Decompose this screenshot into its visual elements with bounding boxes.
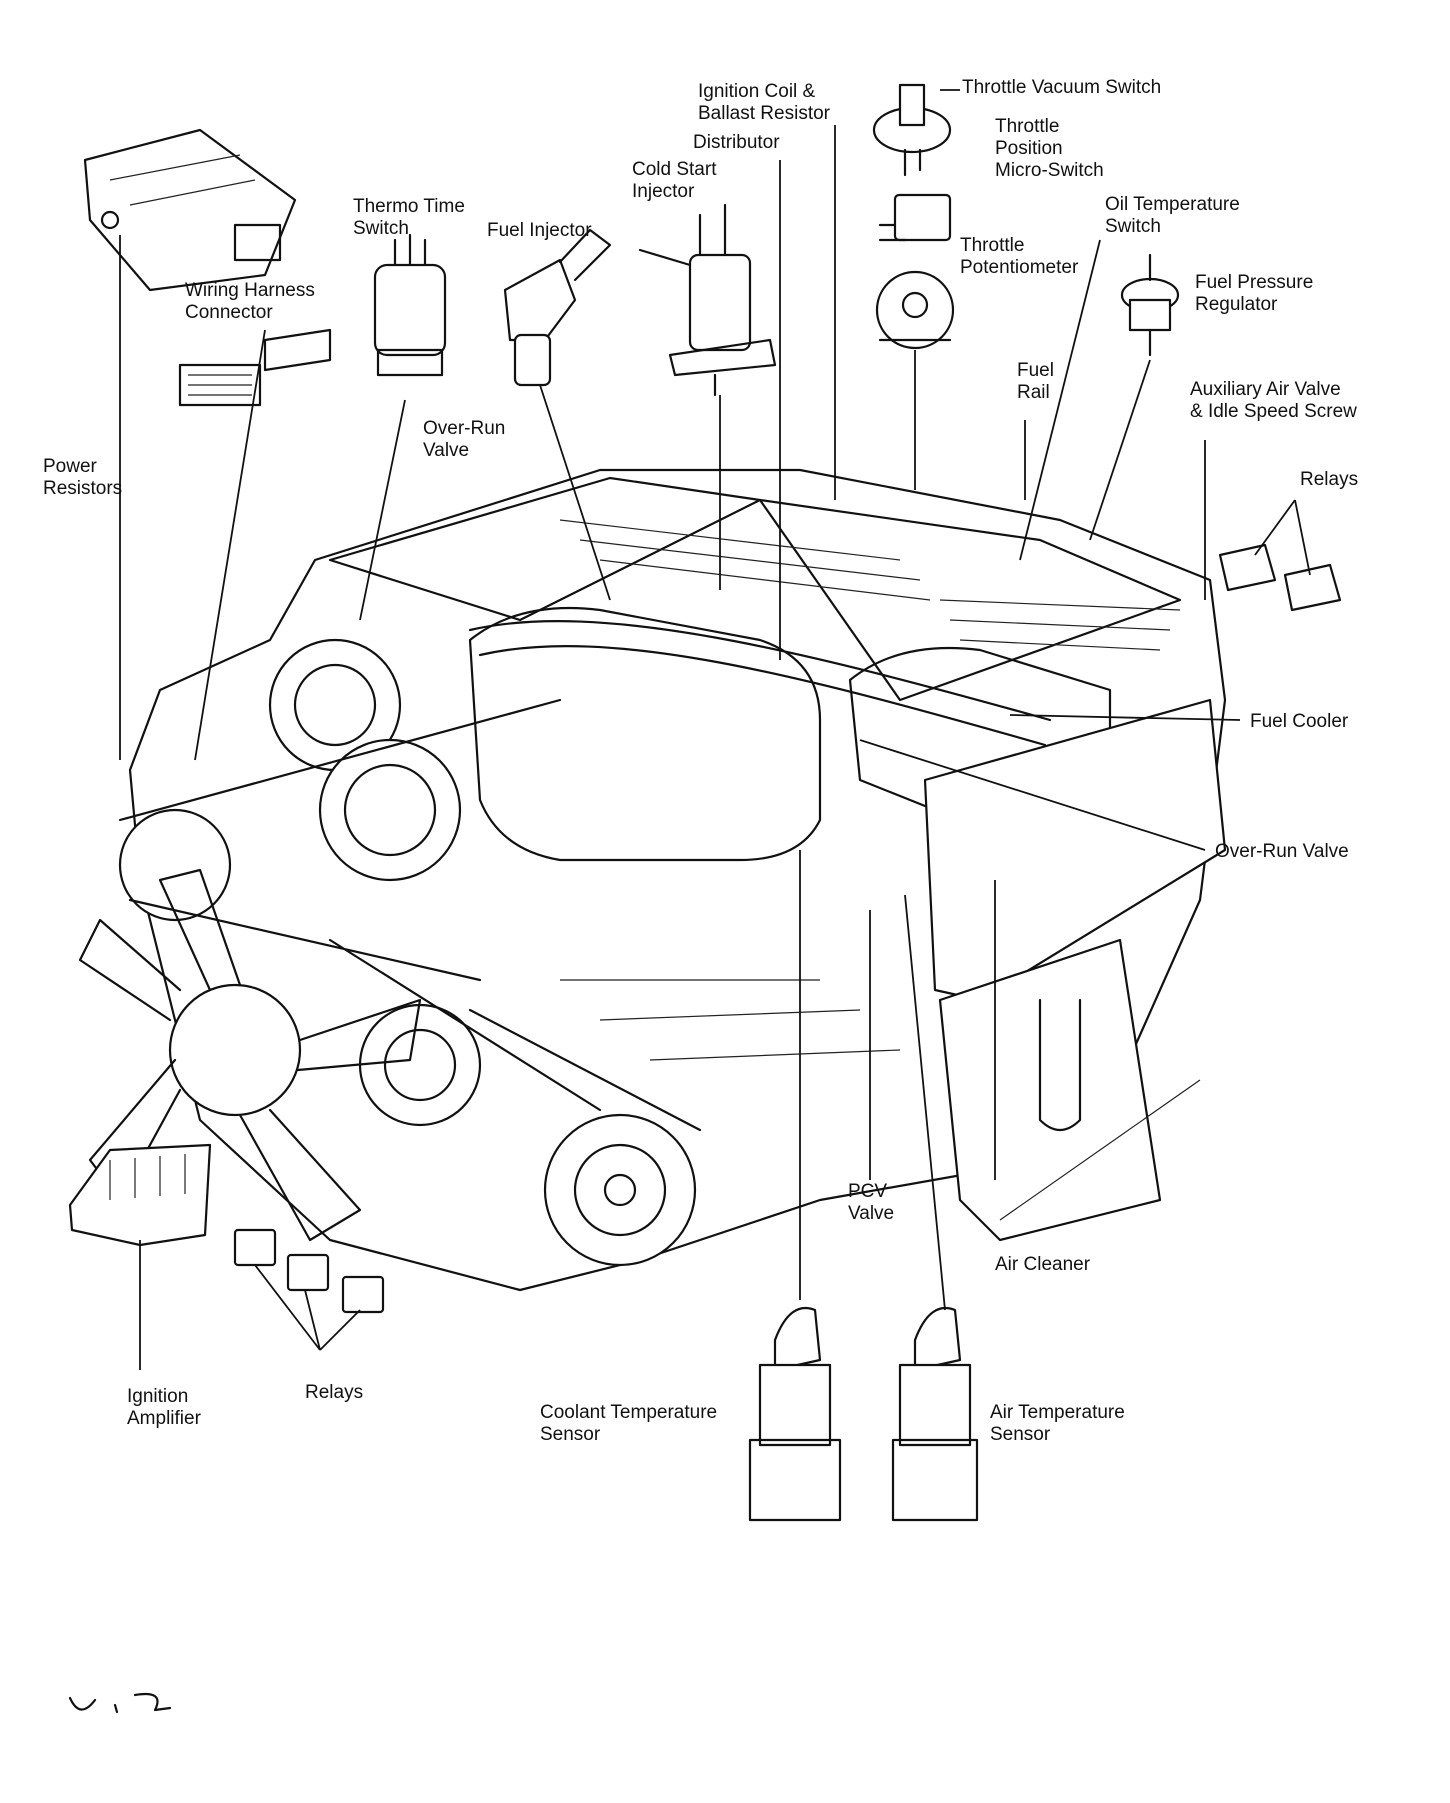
leader-lines (119, 89, 1311, 1370)
throttle-micro-switch-icon (878, 193, 952, 242)
throttle-vacuum-switch-icon (872, 83, 952, 177)
throttle-potentiometer-icon (875, 270, 955, 350)
label-fuel-injector: Fuel Injector (487, 220, 592, 241)
label-throttle-vacuum-switch: Throttle Vacuum Switch (962, 77, 1161, 98)
thermo-time-switch-icon (373, 233, 447, 377)
handwritten-mark (68, 1692, 172, 1714)
component-labels: Ignition Coil &Ballast Resistor Throttle… (43, 77, 1358, 1445)
relays-bottom-icon (233, 1228, 385, 1314)
cooling-fan (78, 868, 422, 1242)
label-fuel-cooler: Fuel Cooler (1250, 711, 1349, 732)
label-over-run-valve-right: Over-Run Valve (1215, 841, 1349, 862)
label-ignition-coil: Ignition Coil &Ballast Resistor (698, 81, 831, 124)
label-auxiliary-air-valve: Auxiliary Air Valve& Idle Speed Screw (1190, 379, 1357, 422)
relays-right-icon (1218, 543, 1342, 612)
air-temperature-sensor-icon (891, 1307, 979, 1522)
ignition-amplifier-icon (68, 1143, 212, 1247)
engine-assembly (78, 468, 1227, 1292)
label-air-cleaner: Air Cleaner (995, 1254, 1091, 1275)
fuel-injector-icon (503, 228, 612, 387)
fuel-pressure-regulator-icon (1120, 253, 1180, 357)
label-distributor: Distributor (693, 132, 780, 153)
wiring-harness-connector-icon (178, 328, 332, 407)
power-resistors-icon (83, 128, 297, 292)
coolant-temperature-sensor-icon (748, 1307, 842, 1522)
label-relays-right: Relays (1300, 469, 1358, 490)
label-relays-bottom: Relays (305, 1382, 363, 1403)
cold-start-injector-icon (638, 203, 777, 397)
